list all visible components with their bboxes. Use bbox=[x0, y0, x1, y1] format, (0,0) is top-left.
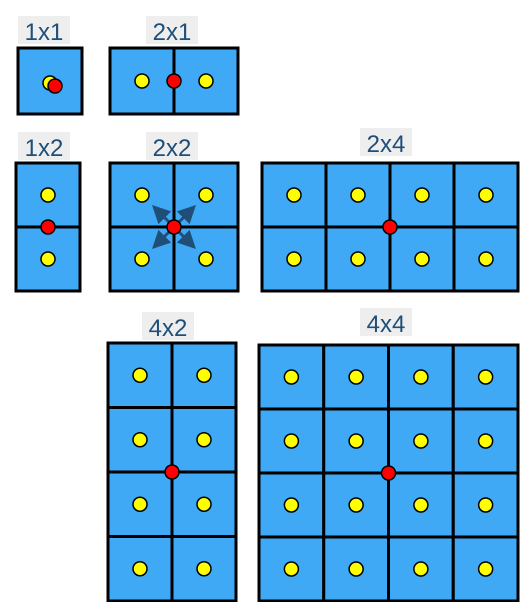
grid-border bbox=[16, 46, 84, 116]
grid-label-2x4: 2x4 bbox=[360, 128, 412, 158]
sample-point bbox=[134, 187, 150, 203]
sample-point bbox=[286, 187, 302, 203]
grid-label-1x2: 1x2 bbox=[18, 132, 70, 162]
label-text: 1x1 bbox=[25, 19, 64, 46]
sample-point bbox=[132, 367, 148, 383]
grid-2x2 bbox=[108, 161, 240, 293]
grid-2x1 bbox=[108, 46, 240, 116]
center-point bbox=[380, 465, 397, 481]
sample-point bbox=[348, 433, 364, 449]
sample-point bbox=[478, 251, 494, 267]
sample-point bbox=[478, 187, 494, 203]
grid-cell bbox=[388, 225, 456, 293]
grid-border bbox=[108, 46, 240, 116]
grid-label-2x2: 2x2 bbox=[146, 132, 198, 162]
center-point bbox=[382, 219, 398, 235]
sample-point bbox=[414, 251, 430, 267]
sample-point bbox=[413, 369, 429, 385]
sample-point bbox=[283, 497, 300, 513]
sample-point bbox=[414, 187, 430, 203]
sample-point bbox=[134, 73, 150, 89]
sample-point bbox=[348, 369, 364, 385]
sample-point bbox=[413, 561, 429, 577]
sample-point bbox=[350, 251, 366, 267]
center-point bbox=[166, 219, 182, 235]
sample-point bbox=[40, 187, 56, 203]
grid-border bbox=[108, 161, 240, 293]
label-background bbox=[360, 308, 412, 336]
sample-point bbox=[283, 561, 300, 577]
center-point bbox=[47, 78, 63, 94]
grid-4x2 bbox=[106, 341, 238, 602]
grid-label-1x1: 1x1 bbox=[18, 16, 70, 46]
sample-point bbox=[283, 369, 300, 385]
sample-point bbox=[286, 251, 302, 267]
grid-border bbox=[14, 161, 82, 293]
sample-point bbox=[198, 251, 214, 267]
sample-point bbox=[198, 73, 214, 89]
sample-point bbox=[132, 561, 148, 577]
sample-point bbox=[196, 367, 212, 383]
sample-point bbox=[348, 561, 364, 577]
center-point bbox=[164, 464, 180, 480]
sample-point bbox=[350, 187, 366, 203]
sample-point bbox=[196, 496, 212, 512]
grid-label-2x1: 2x1 bbox=[146, 16, 198, 46]
sample-point bbox=[477, 369, 494, 385]
grid-1x1 bbox=[16, 46, 84, 116]
sample-point bbox=[198, 187, 214, 203]
grid-2x4 bbox=[260, 161, 520, 293]
sample-point bbox=[477, 561, 494, 577]
sample-point bbox=[40, 251, 56, 267]
sample-point bbox=[413, 433, 429, 449]
grid-label-4x2: 4x2 bbox=[142, 312, 194, 342]
sample-point bbox=[132, 496, 148, 512]
grid-label-4x4: 4x4 bbox=[360, 308, 412, 338]
sample-point bbox=[134, 251, 150, 267]
label-background bbox=[360, 128, 412, 156]
sample-point bbox=[477, 497, 494, 513]
label-text: 2x2 bbox=[153, 135, 192, 162]
label-text: 2x1 bbox=[153, 19, 192, 46]
grid-4x4 bbox=[257, 343, 520, 602]
center-point bbox=[40, 219, 56, 235]
label-text: 4x4 bbox=[367, 311, 406, 338]
sample-point bbox=[196, 561, 212, 577]
label-background bbox=[142, 312, 194, 340]
sample-point bbox=[477, 433, 494, 449]
label-background bbox=[18, 16, 70, 44]
grid-1x2 bbox=[14, 161, 82, 293]
sample-point bbox=[348, 497, 364, 513]
label-background bbox=[146, 16, 198, 44]
label-text: 1x2 bbox=[25, 135, 64, 162]
sample-point bbox=[283, 433, 300, 449]
label-text: 4x2 bbox=[149, 315, 188, 342]
label-background bbox=[146, 132, 198, 160]
sample-point bbox=[196, 432, 212, 448]
grid-border bbox=[260, 161, 520, 293]
center-point bbox=[166, 73, 182, 89]
grid-border bbox=[257, 343, 520, 602]
sample-point bbox=[413, 497, 429, 513]
grid-border bbox=[106, 341, 238, 602]
label-text: 2x4 bbox=[367, 131, 406, 158]
label-background bbox=[18, 132, 70, 160]
sample-point bbox=[132, 432, 148, 448]
